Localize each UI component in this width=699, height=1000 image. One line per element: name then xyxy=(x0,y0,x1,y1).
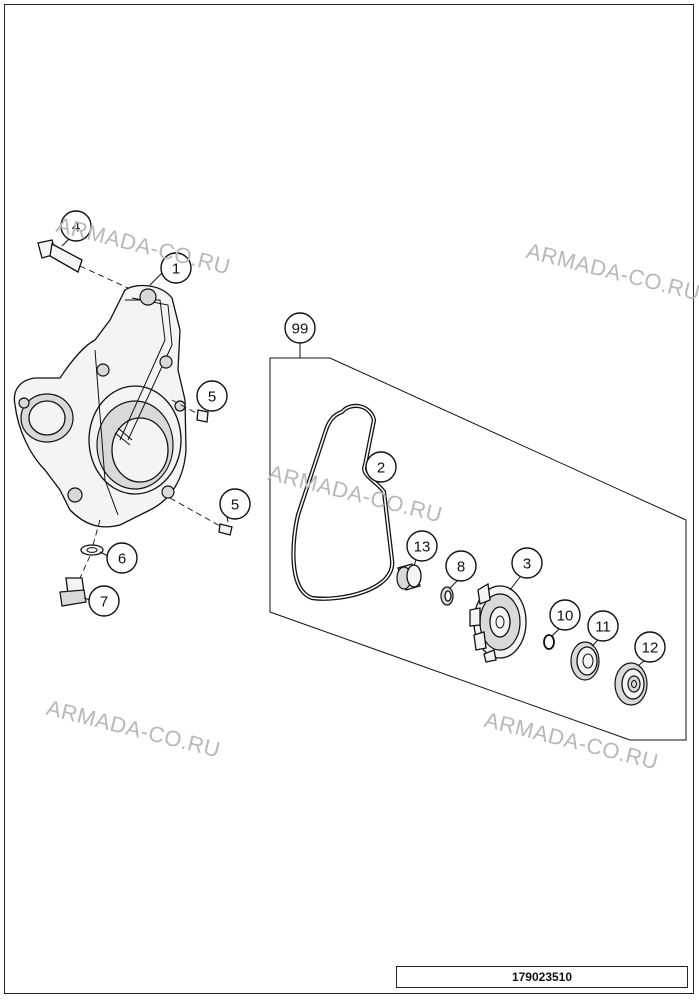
impeller-part xyxy=(469,582,527,663)
kit-frame xyxy=(269,343,687,741)
callout-3-label: 3 xyxy=(523,556,531,573)
callout-13-label: 13 xyxy=(414,539,431,556)
small-o-ring-part xyxy=(543,634,555,650)
callout-2: 2 xyxy=(365,451,397,483)
callout-6: 6 xyxy=(99,542,138,574)
bearing-part xyxy=(614,662,648,706)
sealing-ring-part xyxy=(80,519,104,556)
callout-12-label: 12 xyxy=(642,640,659,657)
callout-11-label: 11 xyxy=(595,619,611,636)
bolt-part xyxy=(37,239,129,289)
callout-4: 4 xyxy=(60,210,92,247)
callout-2-label: 2 xyxy=(377,460,385,477)
callout-13: 13 xyxy=(406,530,438,567)
callout-5-upper-label: 5 xyxy=(208,389,216,406)
drain-plug-part xyxy=(59,555,91,607)
callout-5-upper: 5 xyxy=(196,380,228,412)
callout-6-label: 6 xyxy=(118,551,126,568)
callout-7-label: 7 xyxy=(100,594,108,611)
callout-3: 3 xyxy=(509,547,543,591)
shaft-seal-part xyxy=(570,641,600,681)
callout-11: 11 xyxy=(587,610,619,647)
callout-99: 99 xyxy=(284,312,316,344)
callout-5-lower: 5 xyxy=(219,488,251,523)
callout-8-label: 8 xyxy=(457,559,465,576)
callout-99-label: 99 xyxy=(292,321,309,338)
pump-cover-part xyxy=(13,284,187,528)
callout-4-label: 4 xyxy=(72,219,80,236)
callout-7: 7 xyxy=(83,585,120,617)
washer-part xyxy=(440,586,454,606)
pin-part-upper xyxy=(171,399,209,423)
bushing-part xyxy=(396,563,422,591)
callout-1: 1 xyxy=(149,252,192,286)
callout-10-label: 10 xyxy=(557,608,574,625)
o-ring-loop-part xyxy=(291,403,395,601)
callout-1-label: 1 xyxy=(172,261,180,278)
callout-8: 8 xyxy=(445,550,477,589)
callout-12: 12 xyxy=(634,631,666,667)
drawing-number: 179023510 xyxy=(396,966,688,988)
callout-5-lower-label: 5 xyxy=(231,497,239,514)
pin-part-lower xyxy=(169,497,233,536)
callout-10: 10 xyxy=(549,599,581,637)
page-frame xyxy=(4,4,694,994)
